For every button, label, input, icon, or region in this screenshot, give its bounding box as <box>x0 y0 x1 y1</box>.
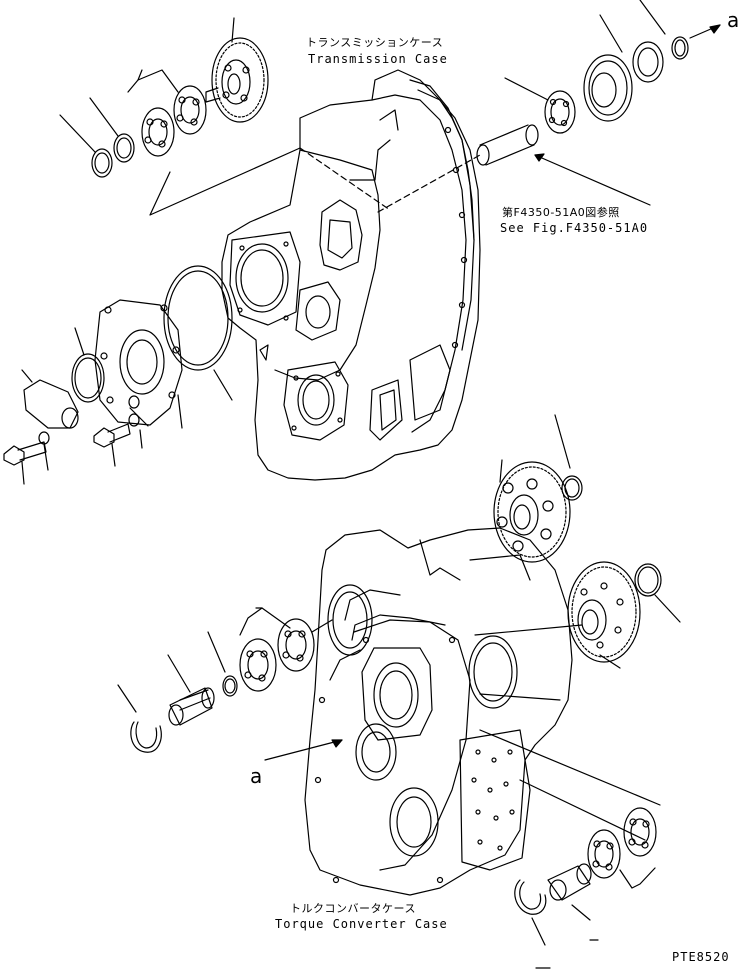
lower-right-gear-assembly <box>475 415 680 700</box>
upper-left-gear-assembly <box>60 18 390 215</box>
upper-right-shaft-assembly <box>378 0 720 212</box>
drawing-code: PTE8520 <box>672 950 730 964</box>
torque-converter-label-jp: トルクコンバータケース <box>290 902 416 915</box>
torque-converter-case <box>305 528 572 895</box>
see-fig-label-en: See Fig.F4350-51A0 <box>500 221 649 235</box>
see-fig-label-jp: 第F4350-51A0図参照 <box>502 206 620 219</box>
reference-mark-a-top: a <box>727 8 740 32</box>
bottom-right-shaft-assembly <box>480 730 660 968</box>
upper-left-cover-assembly <box>4 266 232 484</box>
reference-mark-a-left: a <box>250 764 263 788</box>
lower-left-shaft-assembly <box>118 608 342 760</box>
transmission-case-label-en: Transmission Case <box>308 52 448 66</box>
torque-converter-label-en: Torque Converter Case <box>275 917 448 931</box>
transmission-case-label-jp: トランスミッションケース <box>306 36 444 49</box>
transmission-case <box>222 70 480 480</box>
